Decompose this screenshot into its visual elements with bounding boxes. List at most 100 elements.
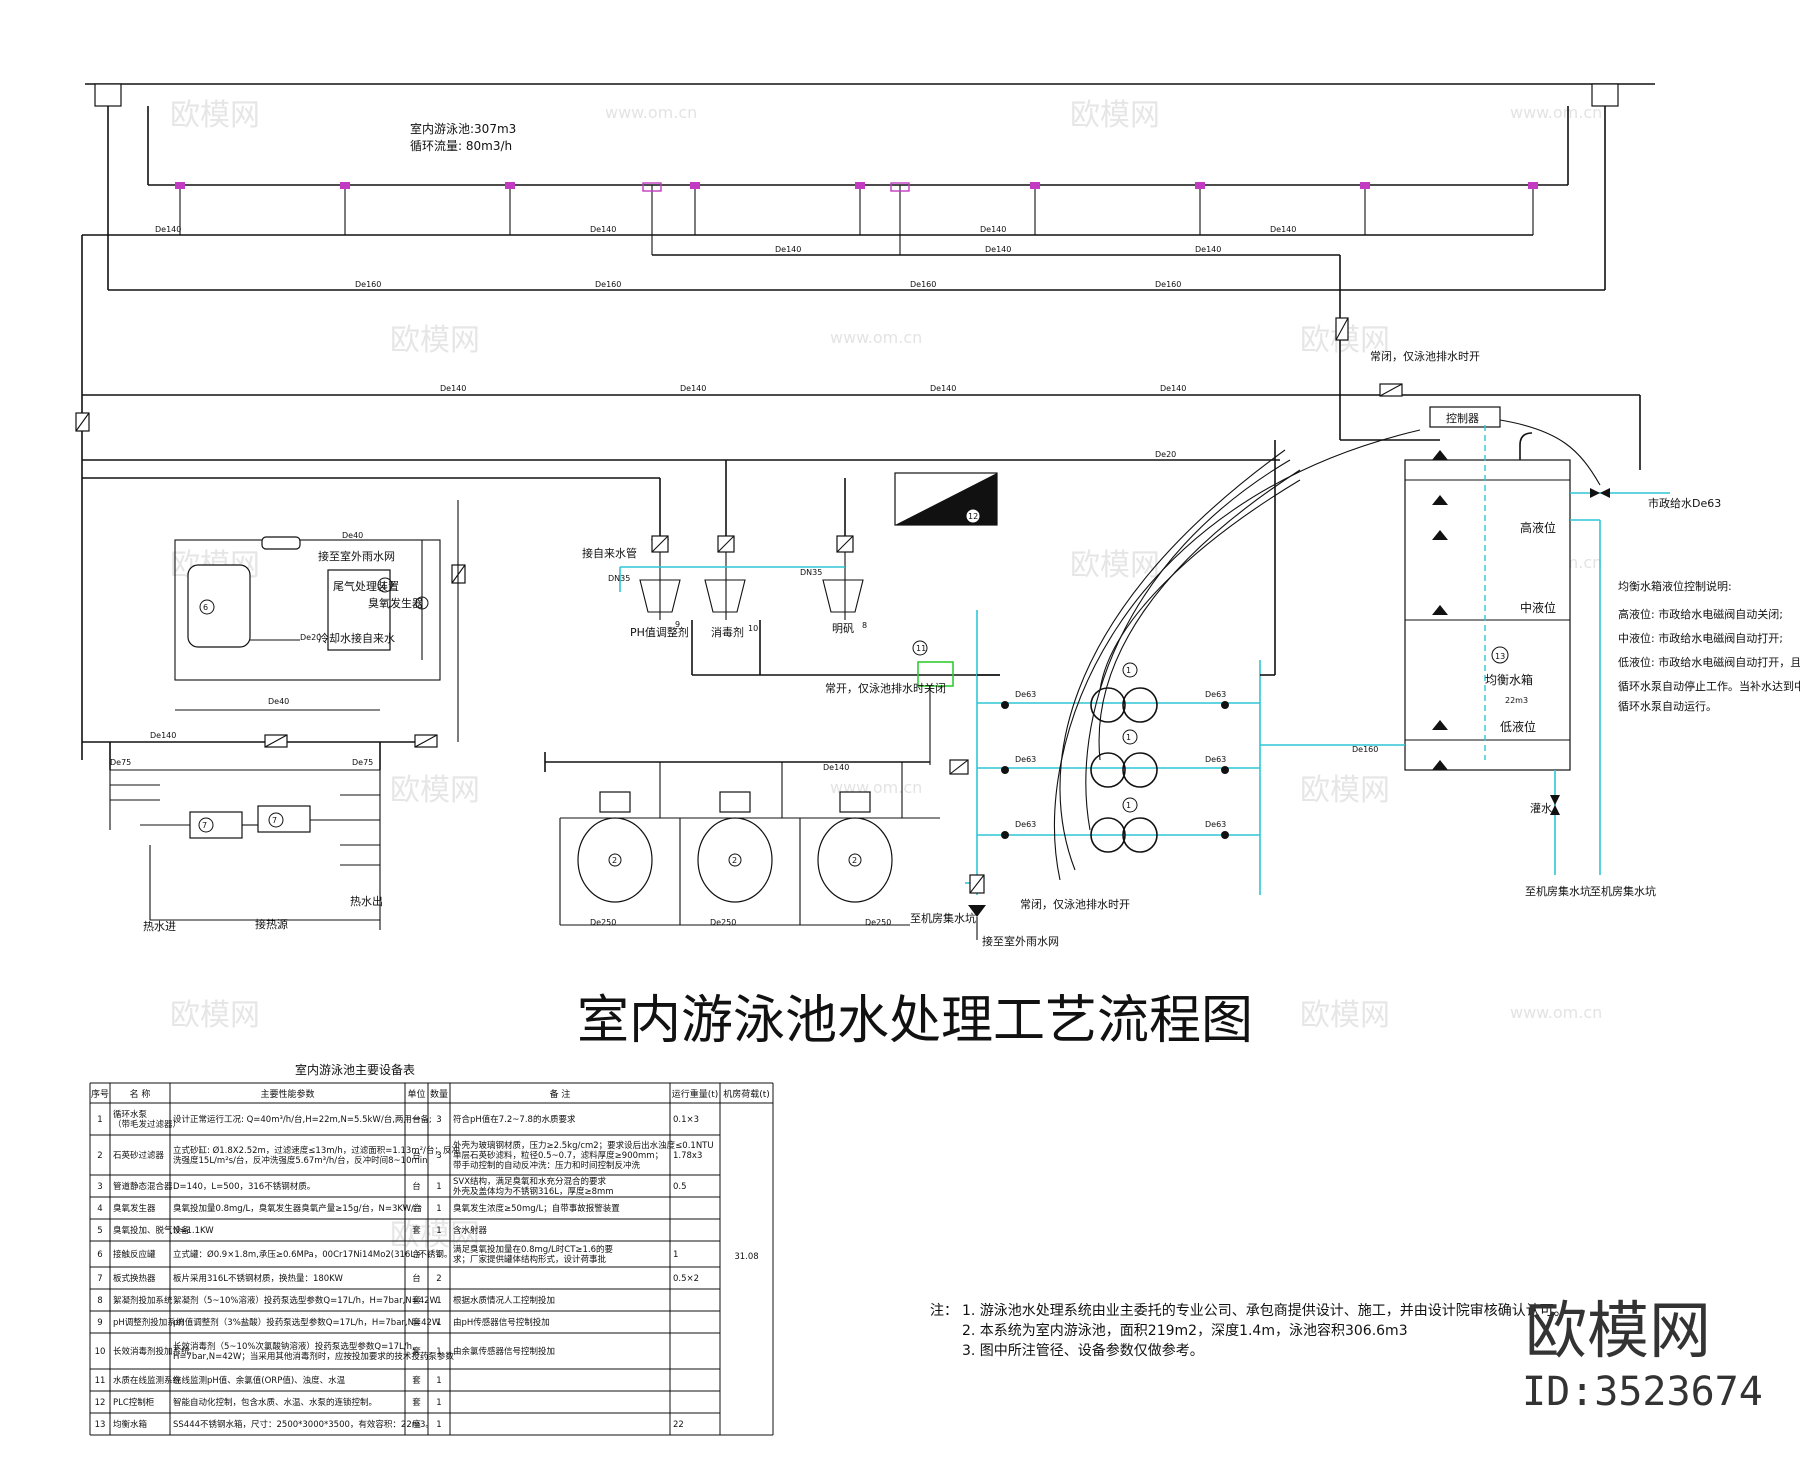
machine-pit-label: 至机房集水坑 (910, 911, 976, 925)
ozone-label: 臭氧发生器 (368, 596, 423, 610)
pipe-label: De63 (1205, 820, 1226, 829)
note-line: 3. 图中所注管径、设备参数仅做参考。 (962, 1342, 1204, 1359)
pipe-label: De250 (710, 918, 736, 927)
table-cell: 台 (412, 1249, 421, 1260)
table-cell: 根据水质情况人工控制投加 (453, 1295, 555, 1306)
ph-tank-number: 9 (675, 620, 680, 629)
pool: 室内游泳池:307m3 循环流量: 80m3/h (85, 83, 1655, 290)
table-cell: 1 (436, 1250, 441, 1260)
table-cell: 满足臭氧投加量在0.8mg/L时CT≥1.6的要 (453, 1244, 614, 1255)
table-cell: 接触反应罐 (113, 1249, 156, 1260)
dosing-tanks: 接自来水管 DN35 DN35 PH值调整剂 9 消毒剂 10 明矾 8 (582, 460, 1000, 676)
table-cell: SS444不锈钢水箱，尺寸：2500*3000*3500，有效容积：22m3。 (173, 1419, 434, 1430)
tank-name: 均衡水箱 (1485, 672, 1533, 687)
table-cell: 10 (95, 1347, 106, 1357)
table-header-cell: 备 注 (550, 1088, 571, 1100)
watermark-text: 欧模网 (390, 773, 480, 808)
table-cell: 9 (97, 1318, 102, 1328)
notes: 注： 1. 游泳池水处理系统由业主委托的专业公司、承包商提供设计、施工，并由设计… (930, 1303, 1568, 1359)
pipe-label: De160 (355, 280, 381, 289)
watermark-text: 欧模网 (390, 323, 480, 358)
table-cell: 1 (436, 1376, 441, 1386)
pipe-label: De140 (1270, 225, 1296, 234)
pipe-label: De63 (1015, 690, 1036, 699)
table-cell: 套 (412, 1317, 421, 1328)
ozone-number: 4 (381, 582, 386, 591)
watermark-text: 欧模网 (170, 98, 260, 133)
table-cell: 3 (436, 1115, 441, 1125)
table-cell: 3 (436, 1151, 441, 1161)
table-cell: 带手动控制的自动反冲洗：压力和时间控制反冲洗 (453, 1160, 641, 1171)
table-cell: 长效消毒剂（5~10%次氯酸钠溶液）投药泵选型参数Q=17L/h, (173, 1341, 415, 1352)
sand-filters: De140 2 2 2 De250 De250 De250 (544, 752, 940, 927)
table-cell: 套 (412, 1375, 421, 1386)
table-cell: 管道静态混合器 (113, 1181, 173, 1192)
brand-watermark: 欧模网 ID:3523674 (1522, 1294, 1763, 1415)
ozone-system: 6 尾气处理装置 4 臭氧发生器 接至室外雨水网 冷却水接自来水 De40 De… (150, 500, 466, 748)
circulation-pumps: 1 1 1 De63 De63 De63 De63 De63 De63 常闭，仅… (910, 429, 1421, 948)
hex-number: 7 (202, 821, 207, 830)
pipe-label: De140 (150, 731, 176, 740)
reactor-tank (187, 564, 251, 648)
table-cell: 0.5 (673, 1182, 687, 1192)
table-cell: 1 (436, 1182, 441, 1192)
watermark-site: www.om.cn (605, 103, 697, 122)
table-cell: 台 (412, 1203, 421, 1214)
table-header-cell: 运行重量(t) (672, 1088, 719, 1100)
cool-water-label: 冷却水接自来水 (318, 632, 395, 645)
table-cell: 由余氯传感器信号控制投加 (453, 1346, 555, 1357)
note-line: 2. 本系统为室内游泳池，面积219m2，深度1.4m，泳池容积306.6m3 (962, 1322, 1408, 1339)
tank-number: 13 (1495, 652, 1505, 661)
pipe-label: De140 (980, 225, 1006, 234)
drain-closed-label: 常闭，仅泳池排水时开 (1370, 349, 1480, 363)
table-cell: 套 (412, 1397, 421, 1408)
pump-number: 1 (1126, 666, 1131, 675)
pipe-label: De250 (865, 918, 891, 927)
level-control-line: 高液位: 市政给水电磁阀自动关闭; (1618, 607, 1783, 621)
table-cell: 1 (436, 1204, 441, 1214)
table-cell: 符合pH值在7.2~7.8的水质要求 (453, 1114, 576, 1125)
table-cell: 4 (97, 1204, 102, 1214)
pipe-label: De140 (1195, 245, 1221, 254)
table-room-load: 31.08 (734, 1252, 758, 1262)
municipal-water: 市政给水De63 (1648, 496, 1721, 510)
tank-mid-level: 中液位 (1520, 600, 1556, 615)
watermark-site: www.om.cn (1510, 103, 1602, 122)
pipe-label: De140 (775, 245, 801, 254)
level-control-line: 中液位: 市政给水电磁阀自动打开; (1618, 631, 1783, 645)
table-cell: 1 (97, 1115, 102, 1125)
pipe-label: De75 (110, 758, 131, 767)
diagram-title: 室内游泳池水处理工艺流程图 (577, 991, 1253, 1051)
monitoring-unit: 11 常开，仅泳池排水时关闭 (825, 640, 969, 775)
pool-skimmer-right (1591, 83, 1619, 107)
pool-flow: 循环流量: 80m3/h (410, 139, 512, 153)
table-cell: 2 (97, 1151, 102, 1161)
table-cell: 1 (436, 1226, 441, 1236)
tank-body (1404, 459, 1571, 771)
table-cell: 在线监测pH值、余氯值(ORP值)、浊度、水温 (173, 1375, 346, 1386)
table-header-cell: 机房荷载(t) (723, 1088, 770, 1100)
tank-high-level: 高液位 (1520, 520, 1556, 535)
pipe-label: De40 (268, 697, 289, 706)
table-cell: pH调整剂投加系统 (113, 1317, 185, 1328)
table-cell: 1 (436, 1398, 441, 1408)
table-cell: 水质在线监测系统 (113, 1375, 182, 1386)
table-cell: 板片采用316L不锈钢材质，换热量：180KW (173, 1273, 343, 1284)
pipe-label: DN35 (800, 568, 822, 577)
table-cell: 套 (412, 1346, 421, 1357)
table-cell: 1 (436, 1420, 441, 1430)
hot-water-in: 热水进 (143, 920, 176, 933)
table-cell: 8 (97, 1296, 102, 1306)
brand-logo-text: 欧模网 (1525, 1294, 1711, 1367)
table-cell: 长效消毒剂投加系统 (113, 1346, 190, 1357)
tank-volume: 22m3 (1505, 696, 1528, 705)
table-header-cell: 数量 (430, 1088, 448, 1100)
level-control-line: 循环水泵自动运行。 (1618, 700, 1717, 713)
table-cell: PLC控制柜 (113, 1397, 155, 1408)
machine-pit-2: 至机房集水坑 (1590, 884, 1656, 898)
pool-name: 室内游泳池:307m3 (410, 121, 516, 136)
pipe-label: De140 (823, 763, 849, 772)
notes-prefix: 注： (930, 1303, 958, 1319)
pool-skimmer-left (94, 83, 122, 107)
